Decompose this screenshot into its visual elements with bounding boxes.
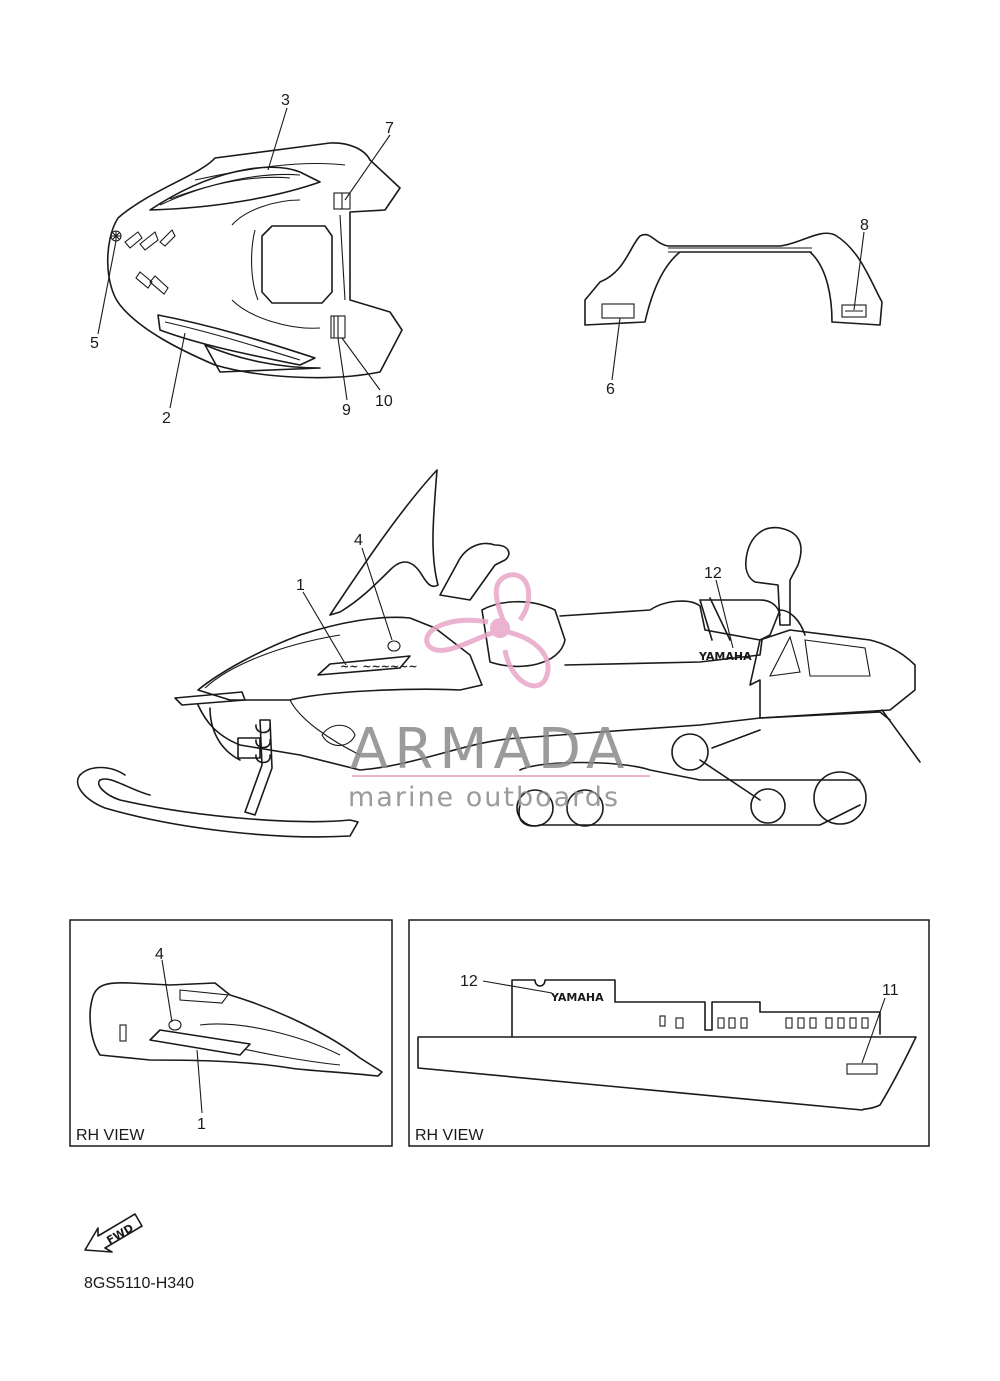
leader-12	[715, 579, 734, 649]
propeller-logo	[424, 572, 551, 689]
inset-left-callout-1: 1	[197, 1116, 206, 1133]
callout-5: 5	[90, 335, 99, 352]
callout-10: 10	[375, 393, 393, 410]
diagram-code: 8GS5110-H340	[84, 1275, 194, 1292]
callout-2: 2	[162, 410, 171, 427]
inset-right-callout-11: 11	[882, 982, 899, 999]
inset-right: YAMAHA 12 11 RH VIEW	[408, 919, 930, 1147]
side-panel-drawing	[584, 232, 883, 326]
inset-right-callout-12: 12	[460, 973, 478, 990]
fwd-label: FWD	[104, 1221, 135, 1247]
inset-left-callout-4: 4	[155, 946, 164, 963]
svg-text:~~ ~~~~~~: ~~ ~~~~~~	[340, 660, 418, 673]
watermark-tagline: marine outboards	[348, 782, 620, 813]
inset-right-yamaha-decal: YAMAHA	[550, 991, 604, 1004]
leader-8	[853, 231, 865, 311]
callout-12: 12	[704, 565, 722, 582]
callout-4: 4	[354, 532, 363, 549]
callout-8: 8	[860, 217, 869, 234]
armada-watermark: ARMADA marine outboards	[348, 572, 650, 813]
watermark-brand: ARMADA	[350, 717, 630, 782]
leader-4	[361, 547, 393, 641]
hood-drawing	[106, 142, 403, 379]
leader-1	[302, 591, 347, 666]
snowmobile-drawing: ~~ ~~~~~~ YAMAHA	[76, 469, 921, 838]
inset-left: 4 1 RH VIEW	[69, 919, 393, 1147]
fwd-arrow: FWD	[84, 1213, 143, 1253]
top-left-leaders	[97, 107, 391, 409]
callout-7: 7	[385, 120, 394, 137]
leader-6	[611, 317, 621, 381]
callout-6: 6	[606, 381, 615, 398]
main-yamaha-decal: YAMAHA	[698, 650, 752, 663]
callout-9: 9	[342, 402, 351, 419]
inset-left-caption: RH VIEW	[76, 1127, 145, 1144]
inset-right-caption: RH VIEW	[415, 1127, 484, 1144]
callout-1: 1	[296, 577, 305, 594]
callout-3: 3	[281, 92, 290, 109]
